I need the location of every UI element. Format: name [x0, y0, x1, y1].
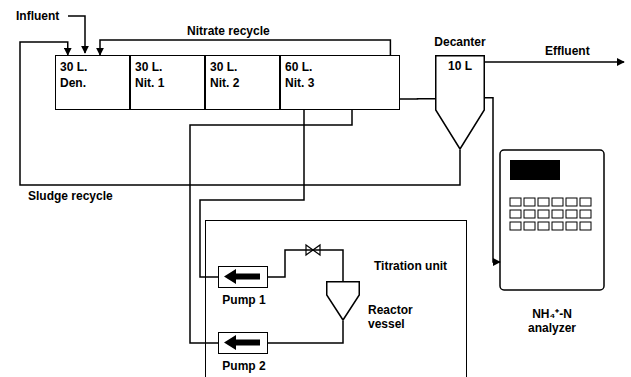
node-text: 30 L.	[135, 60, 162, 74]
flow-label: Effluent	[543, 44, 592, 58]
keypad-key	[580, 210, 591, 218]
pipe-connector	[268, 250, 343, 281]
titration-unit: Titration unitPump 1 Pump 2 Reactor vessel	[205, 220, 467, 377]
reactor-vessel: Reactor vessel	[326, 281, 360, 321]
pipe-connector	[100, 40, 390, 55]
reactor-vessel-outline	[326, 281, 360, 321]
pipe-connector	[200, 110, 304, 277]
keypad-key	[566, 198, 577, 206]
analyzer-housing	[500, 150, 604, 290]
node-text: Nit. 3	[285, 76, 314, 90]
keypad-key	[538, 210, 549, 218]
node-text: NH₄⁺-N analyzer	[512, 307, 592, 335]
keypad-key	[524, 210, 535, 218]
node-text: Reactor vessel	[368, 303, 422, 331]
keypad-key	[552, 222, 563, 230]
pump-outline	[219, 333, 269, 355]
keypad-key	[566, 222, 577, 230]
keypad-key	[510, 198, 521, 206]
node-text: Pump 2	[219, 359, 269, 373]
node-text: 60 L.	[285, 60, 312, 74]
analyzer-device	[500, 150, 604, 290]
pump: Pump 2	[218, 332, 268, 354]
node-text: Den.	[60, 76, 86, 90]
pump-arrow	[224, 269, 260, 284]
tank-box: 30 L. Nit. 2	[205, 55, 280, 110]
node-text: Nit. 1	[135, 76, 164, 90]
decanter-outline	[436, 56, 485, 149]
keypad-key	[552, 198, 563, 206]
edge-label: Sludge recycle	[26, 189, 115, 203]
node-text: Pump 1	[219, 293, 269, 307]
pump: Pump 1	[218, 266, 268, 288]
pump-outline	[219, 267, 269, 289]
pipe-connector	[190, 110, 352, 343]
pump-arrow	[224, 335, 260, 350]
analyzer: NH₄⁺-N analyzer	[500, 145, 610, 340]
pipe-connector	[268, 321, 343, 343]
tank-box: 30 L. Nit. 1	[130, 55, 205, 110]
node-text: 10 L	[435, 59, 485, 73]
keypad-key	[510, 222, 521, 230]
node-text: 30 L.	[60, 60, 87, 74]
effluent-arrow	[485, 61, 624, 63]
pipe-connector	[400, 98, 435, 100]
node-text: Titration unit	[374, 259, 447, 273]
pipe-connector	[20, 42, 460, 185]
keypad-key	[566, 210, 577, 218]
keypad-key	[510, 210, 521, 218]
tank-box: 60 L. Nit. 3	[280, 55, 400, 110]
node-text: Nit. 2	[210, 76, 239, 90]
flow-label: Influent	[14, 9, 61, 23]
keypad-key	[524, 198, 535, 206]
keypad-key	[580, 198, 591, 206]
keypad-key	[552, 210, 563, 218]
keypad-key	[538, 198, 549, 206]
keypad-key	[524, 222, 535, 230]
tank-box: 30 L. Den.	[55, 55, 130, 110]
analyzer-screen	[510, 160, 560, 180]
influent-arrow	[68, 16, 85, 53]
keypad-key	[538, 222, 549, 230]
node-text: Decanter	[405, 35, 515, 49]
vessel-outline	[327, 282, 360, 320]
keypad-key	[580, 222, 591, 230]
node-text: 30 L.	[210, 60, 237, 74]
pipe-connector	[485, 98, 500, 262]
edge-label: Nitrate recycle	[185, 24, 272, 38]
decanter: Decanter10 L	[435, 55, 485, 150]
